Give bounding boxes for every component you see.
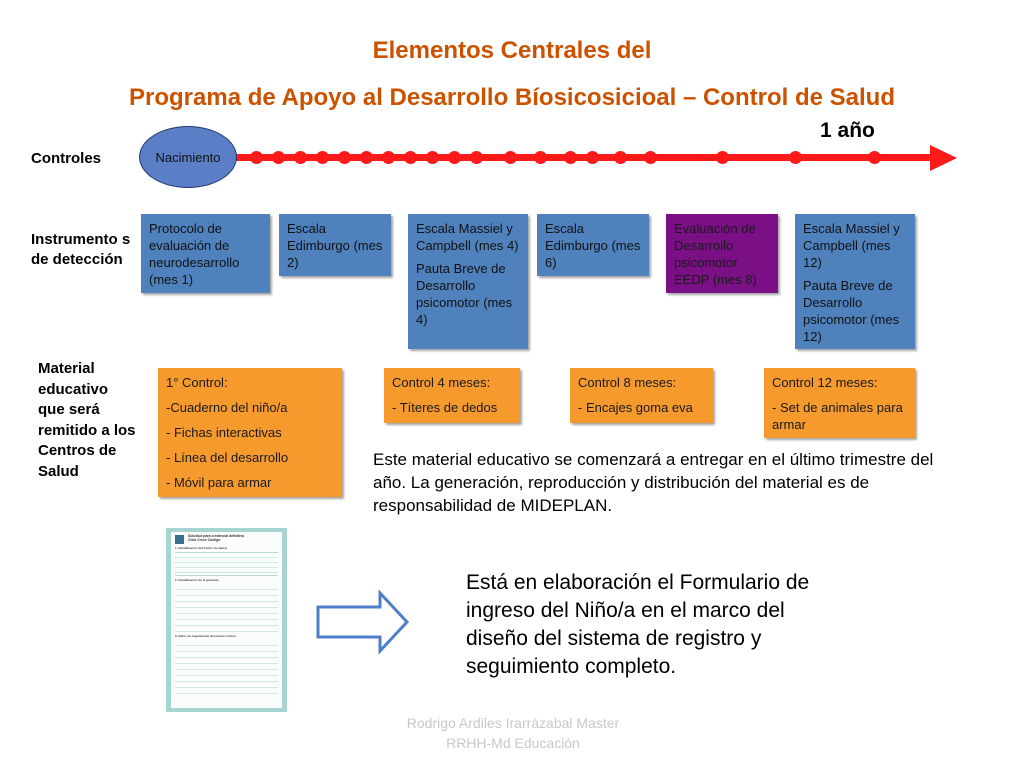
timeline-control-dot — [338, 151, 351, 164]
timeline-control-dot — [564, 151, 577, 164]
material-item: -Cuaderno del niño/a — [166, 400, 288, 415]
row-label-controles: Controles — [31, 150, 102, 167]
instrument-text: Protocolo de evaluación de neurodesarrol… — [149, 221, 240, 287]
form-sheet: Solicitud para credencial definitiva Chi… — [171, 532, 282, 708]
timeline-control-dot — [448, 151, 461, 164]
right-arrow-icon — [316, 590, 410, 654]
instrument-protocolo-mes-1: Protocolo de evaluación de neurodesarrol… — [141, 214, 270, 293]
formulario-text: Está en elaboración el Formulario de ing… — [466, 571, 810, 678]
instrument-text: Escala Massiel y Campbell (mes 4) — [416, 221, 519, 253]
form-section-1: 1. Identificación del Centro de Salud — [175, 546, 227, 550]
title-line-2: Programa de Apoyo al Desarrollo Bíosicos… — [129, 84, 895, 111]
timeline-control-dot — [614, 151, 627, 164]
timeline-control-dot — [272, 151, 285, 164]
instrument-text: Escala Edimburgo (mes 2) — [287, 221, 383, 270]
timeline-control-dot — [382, 151, 395, 164]
material-control-12-meses: Control 12 meses: - Set de animales para… — [764, 368, 915, 438]
form-thumbnail: Solicitud para credencial definitiva Chi… — [166, 528, 287, 712]
timeline-control-dot — [360, 151, 373, 164]
material-item: Control 4 meses: — [392, 375, 491, 390]
material-note: Este material educativo se comenzará a e… — [373, 450, 934, 515]
material-primer-control: 1° Control: -Cuaderno del niño/a - Ficha… — [158, 368, 342, 497]
timeline-line — [230, 154, 935, 161]
timeline-control-dot — [404, 151, 417, 164]
instrument-escala-edimburgo-mes-2: Escala Edimburgo (mes 2) — [279, 214, 391, 276]
material-item: - Set de animales para armar — [772, 400, 903, 432]
timeline-control-dot — [644, 151, 657, 164]
instrument-text: Escala Massiel y Campbell (mes 12) — [803, 221, 900, 270]
instrument-text: Escala Edimburgo (mes 6) — [545, 221, 641, 270]
material-item: - Fichas interactivas — [166, 425, 282, 440]
material-item: - Títeres de dedos — [392, 400, 498, 415]
instrument-massiel-pauta-mes-4: Escala Massiel y Campbell (mes 4) Pauta … — [408, 214, 528, 349]
material-item: 1° Control: — [166, 375, 228, 390]
instrument-escala-edimburgo-mes-6: Escala Edimburgo (mes 6) — [537, 214, 649, 276]
instrument-eedp-mes-8: Evaluación de Desarrollo psicomotor EEDP… — [666, 214, 778, 293]
material-control-4-meses: Control 4 meses: - Títeres de dedos — [384, 368, 520, 423]
timeline-control-dot — [316, 151, 329, 164]
form-logo-icon — [175, 535, 184, 544]
timeline-control-dot — [294, 151, 307, 164]
form-lines — [175, 640, 278, 695]
row-label-instrumentos: Instrumento s de detección — [31, 231, 131, 268]
instrument-text: Evaluación de Desarrollo psicomotor EEDP… — [674, 221, 757, 287]
timeline-control-dot — [868, 151, 881, 164]
form-lines — [175, 552, 278, 576]
timeline-control-dot — [586, 151, 599, 164]
birth-label: Nacimiento — [155, 150, 221, 165]
timeline-control-dot — [250, 151, 263, 164]
timeline-control-dot — [534, 151, 547, 164]
timeline-control-dot — [426, 151, 439, 164]
material-item: - Móvil para armar — [166, 475, 272, 490]
timeline-end-label: 1 año — [820, 119, 875, 142]
timeline-control-dot — [470, 151, 483, 164]
form-lines — [175, 584, 278, 632]
form-subtitle: Chile Crece Contigo — [188, 538, 221, 542]
material-item: Control 12 meses: — [772, 375, 878, 390]
timeline-arrowhead — [930, 145, 957, 171]
material-control-8-meses: Control 8 meses: - Encajes goma eva — [570, 368, 713, 423]
material-item: - Línea del desarrollo — [166, 450, 289, 465]
footer-line-1: Rodrigo Ardiles Irarrázabal Master — [406, 715, 620, 731]
form-title: Solicitud para credencial definitiva — [188, 534, 244, 538]
instrument-text: Pauta Breve de Desarrollo psicomotor (me… — [803, 278, 900, 344]
instrument-text: Pauta Breve de Desarrollo psicomotor (me… — [416, 261, 513, 327]
row-label-material: Material educativo que será remitido a l… — [38, 360, 136, 480]
timeline-control-dot — [789, 151, 802, 164]
footer-line-2: RRHH-Md Educación — [446, 735, 580, 751]
form-section-2: 2. Identificación de la gestante — [175, 578, 219, 582]
timeline-control-dot — [716, 151, 729, 164]
material-item: - Encajes goma eva — [578, 400, 693, 415]
material-item: Control 8 meses: — [578, 375, 677, 390]
title-line-1: Elementos Centrales del — [372, 37, 652, 64]
timeline-control-dot — [504, 151, 517, 164]
instrument-massiel-pauta-mes-12: Escala Massiel y Campbell (mes 12) Pauta… — [795, 214, 915, 349]
form-section-3: 3. Datos de seguimiento del primer contr… — [175, 634, 236, 638]
birth-ellipse — [139, 126, 237, 188]
